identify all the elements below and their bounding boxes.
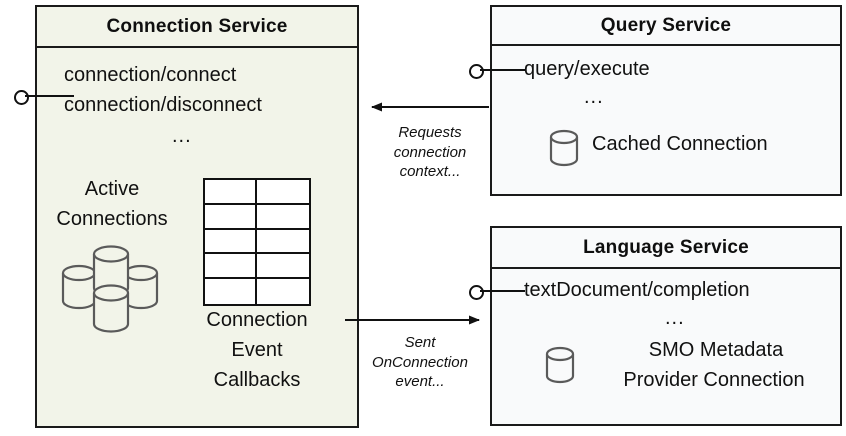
edge-label-line2: OnConnection xyxy=(372,353,468,371)
edge-label-query-to-connection: Requests connection context... xyxy=(365,123,495,182)
language-service-title: Language Service xyxy=(492,228,840,269)
active-connections-label-line1: Active xyxy=(84,178,140,200)
edge-label-line3: context... xyxy=(399,163,461,180)
grid-cell xyxy=(205,180,257,205)
grid-cell xyxy=(257,205,309,230)
connection-service-api-disconnect: connection/disconnect xyxy=(64,94,262,116)
connection-callbacks-label-line1: Connection xyxy=(206,309,308,331)
edge-label-line1: Requests xyxy=(398,124,462,141)
lollipop-stem-icon xyxy=(480,69,525,71)
database-icon xyxy=(545,345,577,385)
database-icon xyxy=(549,128,581,168)
query-service-api-ellipsis: ... xyxy=(584,86,604,108)
lollipop-ring-icon xyxy=(14,90,29,105)
grid-cell xyxy=(205,279,257,304)
lollipop-ring-icon xyxy=(469,64,484,79)
edge-label-line3: event... xyxy=(395,373,445,390)
language-service-api-completion: textDocument/completion xyxy=(524,279,750,301)
connection-callbacks-label-line3: Callbacks xyxy=(213,369,301,391)
smo-metadata-label-line2: Provider Connection xyxy=(623,369,805,391)
table-grid-icon xyxy=(203,178,311,306)
lollipop-stem-icon xyxy=(25,95,74,97)
database-cluster-icon xyxy=(55,243,173,335)
query-service-api-execute: query/execute xyxy=(524,58,650,80)
edge-label-connection-to-language: Sent OnConnection event... xyxy=(355,333,485,392)
component-language-service[interactable]: Language Service xyxy=(490,226,842,426)
smo-metadata-label-line1: SMO Metadata xyxy=(648,339,784,361)
connection-callbacks-label-line2: Event xyxy=(231,339,283,361)
language-service-api-ellipsis: ... xyxy=(665,307,685,329)
component-query-service[interactable]: Query Service xyxy=(490,5,842,196)
connection-service-api-connect: connection/connect xyxy=(64,64,237,86)
grid-cell xyxy=(205,229,257,255)
grid-cell xyxy=(257,230,309,255)
grid-cell xyxy=(205,254,257,280)
grid-cell xyxy=(257,180,309,205)
active-connections-label-line2: Connections xyxy=(56,208,168,230)
grid-cell xyxy=(257,279,309,304)
connection-service-api-ellipsis: ... xyxy=(172,125,192,147)
edge-label-line1: Sent xyxy=(404,334,436,351)
connection-service-title: Connection Service xyxy=(37,7,357,48)
grid-cell xyxy=(257,254,309,280)
grid-cell xyxy=(205,204,257,230)
edge-label-line2: connection xyxy=(393,143,467,161)
query-service-title: Query Service xyxy=(492,7,840,46)
cached-connection-label: Cached Connection xyxy=(592,133,768,155)
lollipop-ring-icon xyxy=(469,285,484,300)
lollipop-stem-icon xyxy=(480,290,525,292)
